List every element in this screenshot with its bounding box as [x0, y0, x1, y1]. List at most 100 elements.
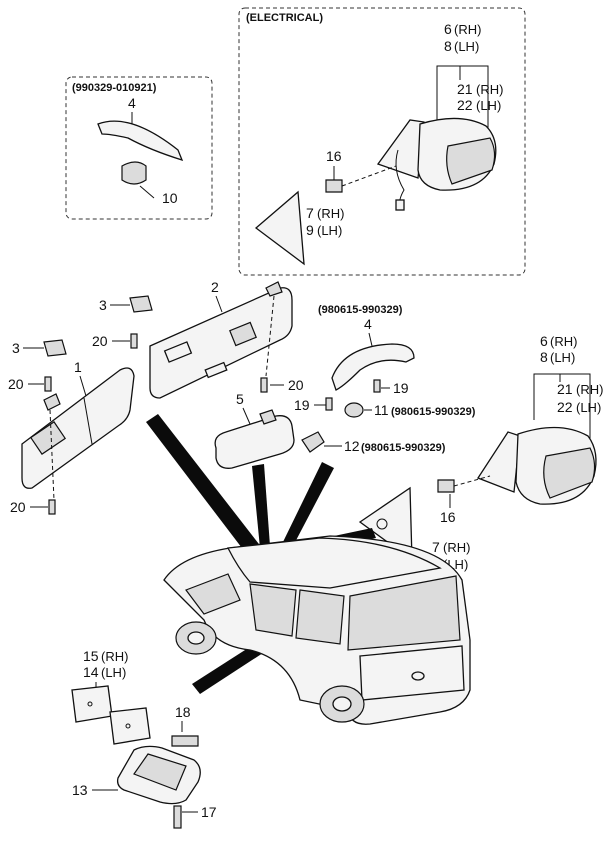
bracket-hole-15	[125, 723, 131, 729]
callout-3-top: 3	[99, 297, 107, 313]
callout-17: 17	[201, 804, 217, 820]
callout-15: 15	[83, 648, 99, 664]
screw-16	[325, 179, 343, 193]
callout-11: 11	[374, 402, 389, 418]
visor-pivot-right	[265, 281, 283, 297]
electrical-group: (ELECTRICAL) 6 (RH) 8 (LH) 21 (RH) 22 (L…	[238, 7, 526, 276]
van-window-1	[249, 583, 297, 637]
callout-7-b: 7	[432, 539, 440, 555]
callout-9-lh: (LH)	[317, 223, 342, 238]
callout-7-rh: (RH)	[317, 206, 344, 221]
handle-cap-11	[344, 402, 364, 418]
van-window-2	[295, 589, 345, 645]
callout-6-b: 6	[540, 333, 548, 349]
callout-2: 2	[211, 279, 219, 295]
callout-15-rh: (RH)	[101, 649, 128, 664]
handle-box-group: (990329-010921) 4 10	[65, 76, 213, 220]
mirror-glass	[446, 137, 496, 185]
screw-18	[171, 735, 199, 747]
callout-16-b: 16	[440, 509, 456, 525]
clip-12	[301, 431, 325, 453]
callout-19-left: 19	[294, 397, 310, 413]
visor-clip-left	[43, 339, 67, 357]
visor-slot-right	[163, 341, 193, 363]
callout-16: 16	[326, 148, 342, 164]
leader-2	[215, 295, 223, 313]
sunvisor-group: 2 3 20 20 1 3 20	[8, 279, 304, 515]
callout-7-b-rh: (RH)	[443, 540, 470, 555]
assist-handle-right	[331, 343, 415, 391]
callout-3-left: 3	[12, 340, 20, 356]
beam-visor	[146, 414, 262, 556]
dash-visor-right	[265, 295, 275, 377]
callout-12: 12	[344, 438, 360, 454]
van-rear-hub	[332, 696, 352, 712]
dash-visor-left	[49, 409, 55, 501]
screw-19-right	[373, 379, 381, 393]
electrical-box	[238, 7, 526, 276]
visor-clip-top	[129, 295, 153, 313]
visor-mirror-right	[229, 321, 257, 347]
visor-mirror-left	[29, 421, 67, 455]
cover-hole	[376, 518, 388, 530]
leader-10	[139, 185, 155, 199]
callout-20-right: 20	[288, 377, 304, 393]
callout-14: 14	[83, 664, 99, 680]
leader-6-8	[436, 65, 489, 148]
van-windshield	[185, 573, 241, 615]
callout-13: 13	[72, 782, 88, 798]
assist-handle	[97, 120, 184, 162]
callout-18: 18	[175, 704, 191, 720]
callout-20-bottom: 20	[10, 499, 26, 515]
inside-mirror-mount	[259, 409, 277, 425]
screw-20-bottom	[48, 499, 56, 515]
callout-8-b-lh: (LH)	[550, 350, 575, 365]
mirror-base	[376, 119, 425, 179]
callout-7: 7	[306, 205, 314, 221]
dates-4: (980615-990329)	[318, 304, 403, 316]
inside-mirror	[214, 415, 295, 469]
dash-16	[341, 165, 397, 187]
leader-1	[79, 375, 87, 397]
callout-19-right: 19	[393, 380, 409, 396]
callout-21-b: 21	[557, 381, 573, 397]
mirror-connector	[395, 199, 405, 211]
sunvisor-right	[149, 287, 293, 399]
van-rear-window	[347, 575, 461, 651]
visor-fold-left	[83, 397, 93, 445]
mirror-glass-b	[543, 447, 596, 499]
callout-9: 9	[306, 222, 314, 238]
callout-8-lh: (LH)	[454, 39, 479, 54]
screw-20-mid	[130, 333, 138, 349]
callout-10: 10	[162, 190, 178, 206]
callout-5: 5	[236, 391, 244, 407]
beam-mirror	[252, 464, 270, 548]
room-lamp-lens	[133, 753, 187, 791]
leader-4-right	[368, 332, 373, 347]
van-roof	[227, 537, 442, 589]
lamp-group: 15 (RH) 14 (LH) 18 13 17	[71, 648, 217, 829]
inside-mirror-group: 5	[214, 391, 295, 469]
leader-5	[242, 407, 251, 425]
bracket-hole-14	[87, 701, 93, 707]
screw-17	[173, 805, 182, 829]
screw-20-left	[44, 376, 52, 392]
sunvisor-left	[21, 367, 135, 489]
callout-6-b-rh: (RH)	[550, 334, 577, 349]
mirror-base-b	[477, 431, 521, 493]
outside-mirror-group: 6 (RH) 8 (LH) 21 (RH) 22 (LH) 16 7 (RH) …	[358, 333, 603, 572]
visor-tab-right	[204, 361, 228, 379]
callout-8: 8	[444, 38, 452, 54]
screw-20-right	[260, 377, 268, 393]
callout-21-rh: (RH)	[476, 82, 503, 97]
screw-16-b	[437, 479, 455, 493]
beam-clip	[282, 462, 334, 548]
handle-right-group: (980615-990329) 4 19 19 11 (980615-99032…	[294, 304, 476, 454]
dates-11: (980615-990329)	[391, 406, 476, 418]
callout-22-b: 22	[557, 399, 573, 415]
callout-8-b: 8	[540, 349, 548, 365]
callout-21: 21	[457, 81, 473, 97]
electrical-label: (ELECTRICAL)	[246, 12, 323, 24]
mirror-cover-triangle	[254, 190, 305, 266]
